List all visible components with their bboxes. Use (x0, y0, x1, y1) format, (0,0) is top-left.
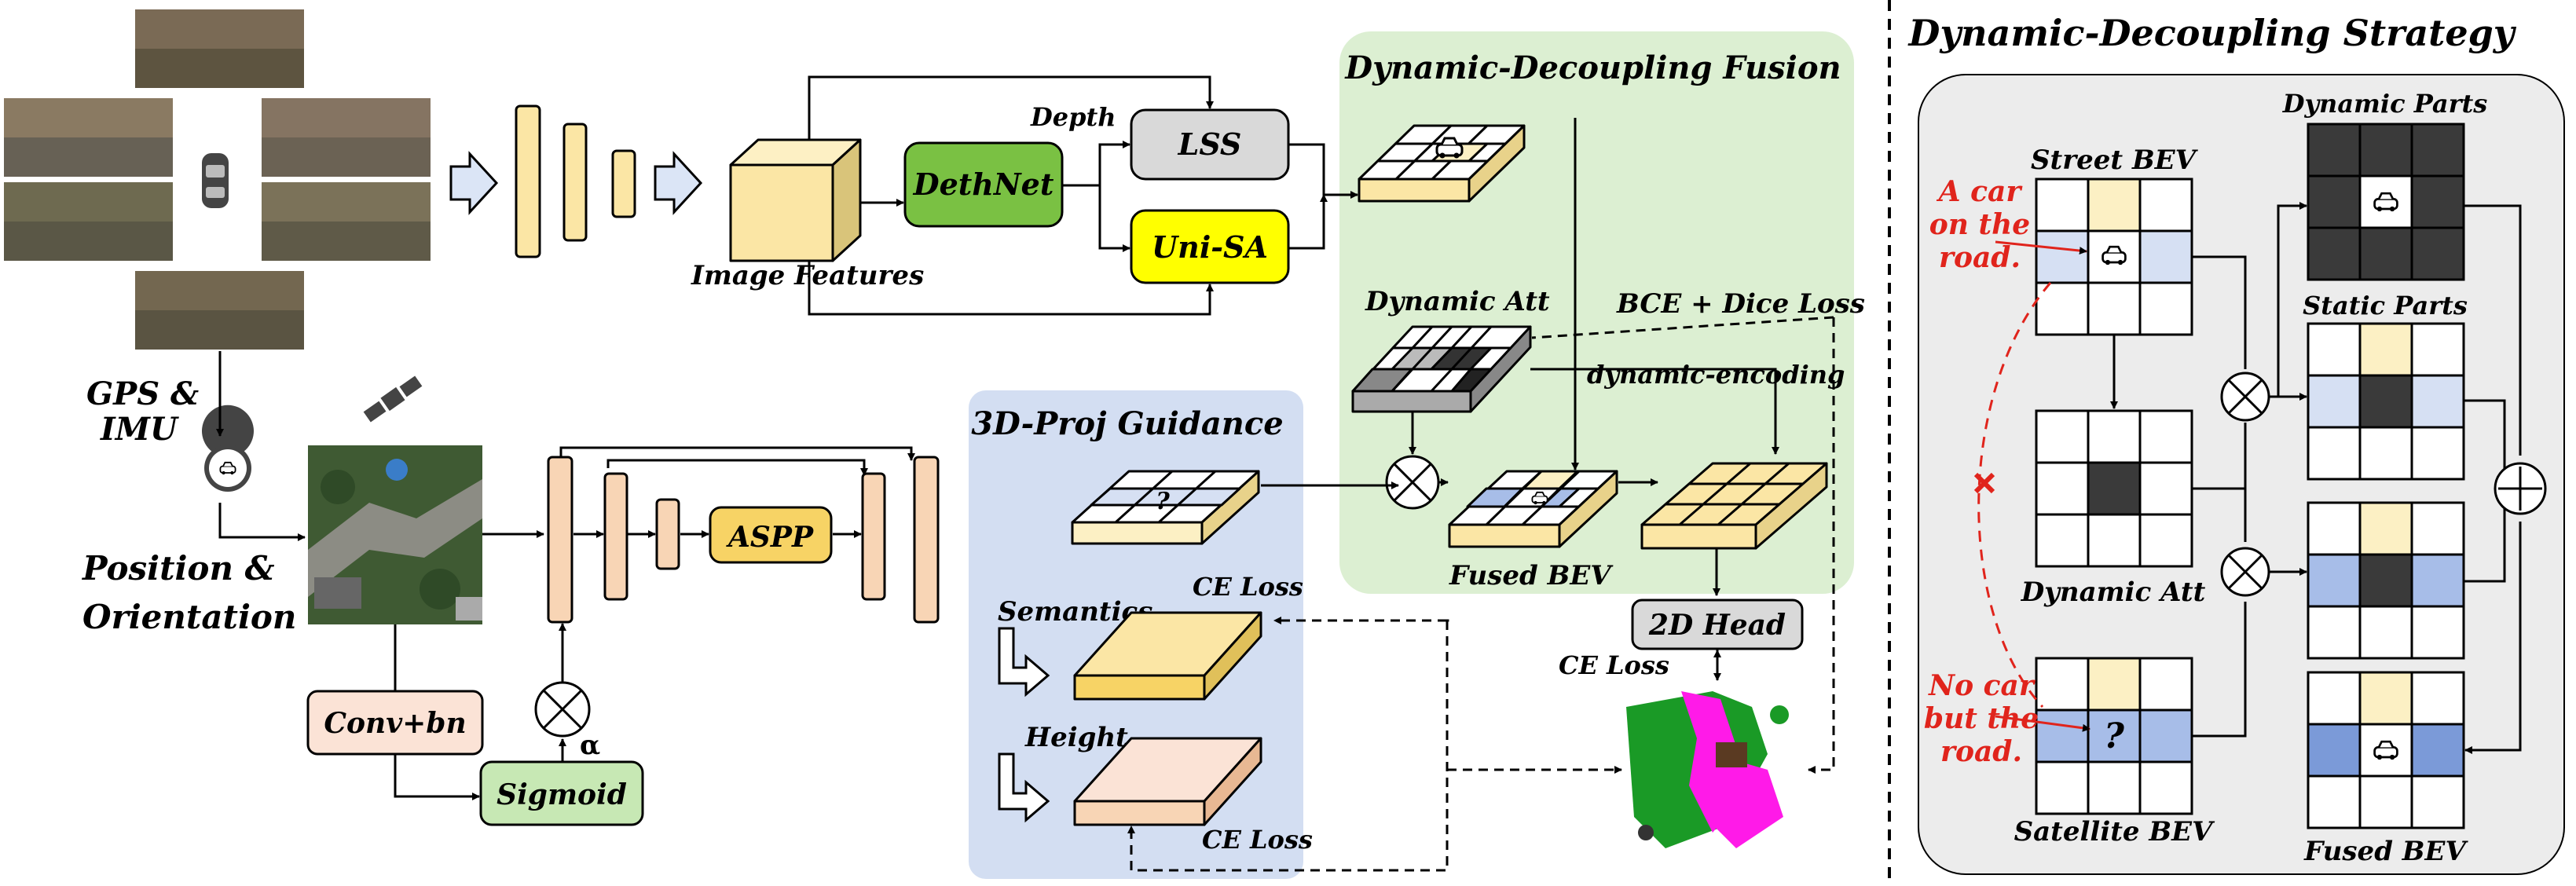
proj-question: ? (1156, 488, 1170, 515)
lss-label: LSS (1178, 126, 1242, 162)
sigmoid-label: Sigmoid (497, 778, 627, 811)
semantics-arrow-icon (998, 627, 1050, 697)
strategy-multiply-node-2 (2220, 547, 2270, 597)
note-car-3: road. (1939, 241, 2021, 274)
strategy-title: Dynamic-Decoupling Strategy (1907, 12, 2516, 54)
satellite-bev-label: Satellite BEV (2014, 816, 2215, 848)
ce-loss-head-label: CE Loss (1559, 650, 1669, 680)
ce-loss-sem-label: CE Loss (1193, 572, 1303, 602)
strategy-dynamic-att-label: Dynamic Att (2021, 577, 2206, 608)
satellite-bev-grid (2035, 657, 2193, 815)
conv-bn-label: Conv+bn (324, 707, 466, 740)
position-label-2: Orientation (82, 598, 296, 636)
satellite-icon (363, 375, 423, 423)
dynamic-parts-grid (2307, 123, 2465, 281)
satellite-encoder-decoder (547, 456, 940, 624)
note-car-1: A car (1937, 175, 2024, 208)
satellite-image (308, 445, 482, 624)
satellite-static-grid (2307, 501, 2465, 660)
proj-featuremap (1071, 470, 1260, 545)
note-nocar-2: but the (1924, 702, 2039, 735)
dynamic-parts-label: Dynamic Parts (2282, 89, 2488, 119)
aspp-box (709, 506, 833, 564)
ego-car-icon (202, 153, 229, 208)
strategy-fused-bev-grid (2307, 671, 2465, 829)
note-nocar-1: No car (1928, 669, 2036, 702)
location-pin-icon (202, 405, 254, 492)
street-bev-label: Street BEV (2031, 145, 2199, 176)
static-parts-label: Static Parts (2303, 291, 2468, 320)
ce-loss-height-label: CE Loss (1202, 825, 1313, 855)
semantics-map (1073, 611, 1262, 701)
position-label-1: Position & (82, 549, 275, 588)
depth-label: Depth (1030, 102, 1116, 132)
dynamic-att-map (1351, 325, 1532, 413)
note-car-2: on the (1929, 208, 2030, 241)
decoder-featuremap (1640, 462, 1828, 550)
image-features-label: Image Features (691, 260, 924, 291)
fused-bev-label: Fused BEV (1449, 560, 1614, 591)
alpha-label: α (580, 730, 600, 761)
sigmoid-box (479, 760, 644, 826)
height-arrow-icon (998, 752, 1050, 823)
uni-sa-box (1130, 209, 1290, 284)
fusion-title: Dynamic-Decoupling Fusion (1344, 49, 1841, 86)
alpha-multiply-node (534, 681, 591, 738)
segmentation-output (1625, 683, 1805, 861)
proj-title: 3D-Proj Guidance (971, 405, 1283, 442)
dethnet-label: DethNet (913, 167, 1054, 202)
image-encoder (515, 104, 636, 258)
head-2d-label: 2D Head (1648, 609, 1786, 642)
bce-dice-label: BCE + Dice Loss (1616, 288, 1865, 320)
satellite-question: ? (2104, 716, 2125, 756)
static-parts-grid (2307, 322, 2465, 481)
height-label: Height (1024, 722, 1128, 753)
dynamic-encoding-label: dynamic-encoding (1587, 360, 1845, 390)
fusion-multiply-node (1385, 455, 1440, 510)
note-nocar-3: road. (1940, 735, 2022, 768)
aspp-label: ASPP (726, 521, 814, 554)
cross-mark-icon (1973, 472, 1995, 494)
uni-sa-label: Uni-SA (1152, 229, 1268, 265)
strategy-multiply-node-1 (2220, 372, 2270, 422)
strategy-dynamic-att-grid (2035, 409, 2193, 568)
conv-bn-box (306, 690, 484, 756)
dynamic-att-label: Dynamic Att (1365, 286, 1550, 317)
camera-views (4, 9, 431, 350)
image-features-cube (729, 138, 862, 262)
strategy-fused-bev-label: Fused BEV (2303, 836, 2468, 867)
strategy-add-node (2494, 462, 2547, 515)
gps-imu-label-1: GPS & (86, 375, 199, 412)
gps-imu-label-2: IMU (100, 411, 179, 448)
height-map (1073, 737, 1262, 826)
